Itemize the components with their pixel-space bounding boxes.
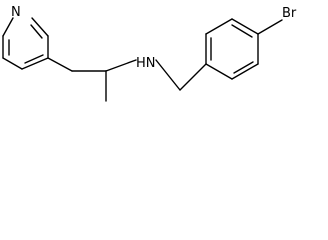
double-bond (231, 24, 253, 38)
linker-chain (47, 57, 207, 102)
bromine-atom-label: Br (282, 6, 297, 21)
bond (155, 59, 181, 91)
double-bond (30, 24, 43, 39)
bond (105, 59, 137, 72)
amine-atom-label: HN (136, 56, 156, 71)
bond (31, 17, 49, 37)
double-bond (233, 61, 254, 74)
nitrogen-atom-label: N (11, 5, 21, 20)
bond (257, 19, 283, 35)
bond (205, 63, 233, 80)
bond (47, 57, 73, 72)
bond (205, 18, 233, 35)
double-bond (24, 54, 44, 64)
chemical-structure: N HN Br (2, 5, 297, 102)
benzene-ring (205, 18, 283, 80)
bond (2, 57, 23, 70)
pyridine-ring (2, 17, 49, 70)
bond (231, 18, 259, 35)
bond (2, 17, 14, 37)
bond (21, 57, 49, 70)
bond (179, 63, 207, 91)
bond (231, 63, 259, 80)
